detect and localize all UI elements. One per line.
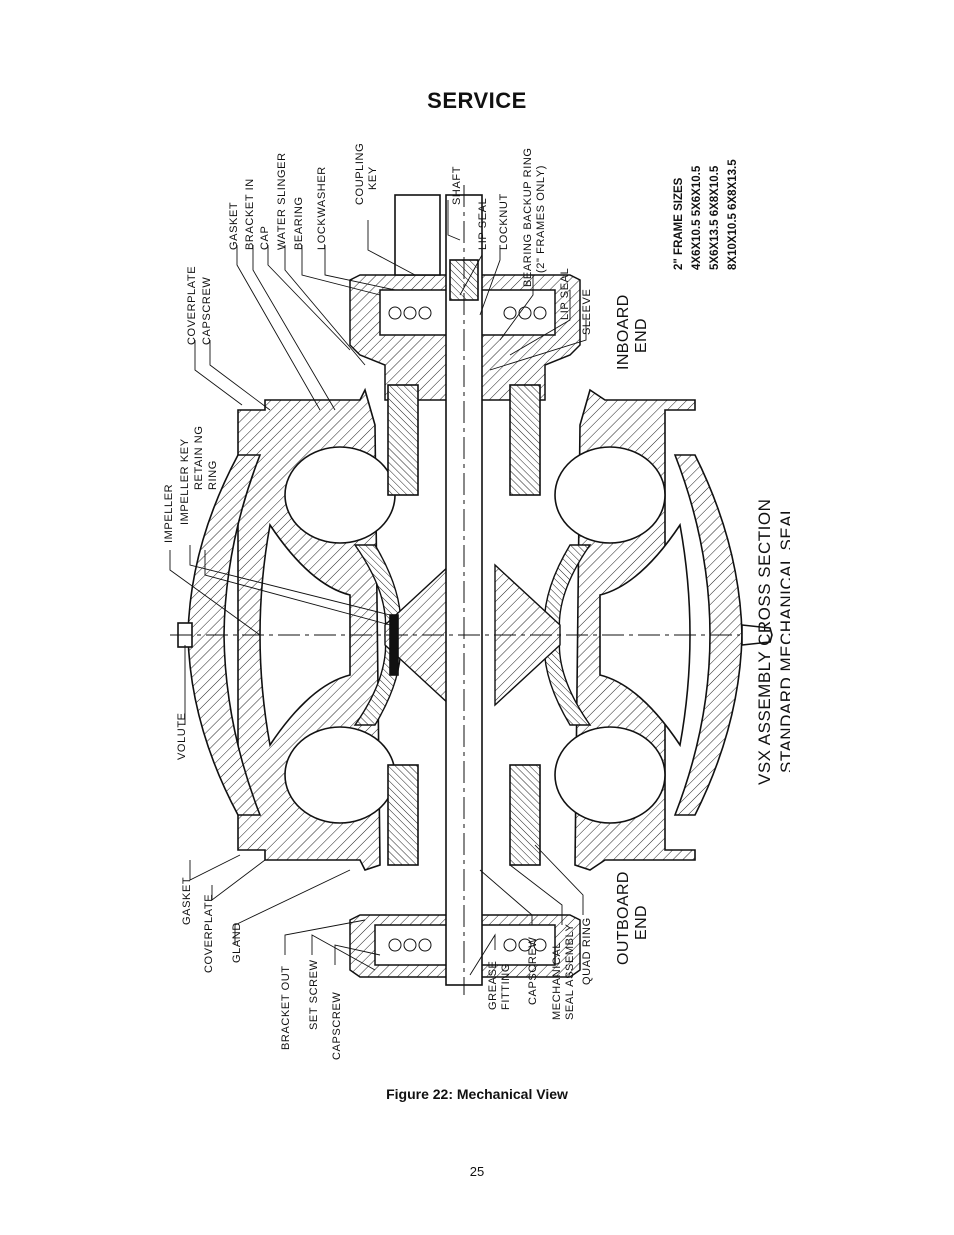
label-grease-fitting-1: GREASE xyxy=(487,961,499,1010)
frame-sizes-row-1: 4X6X10.5 5X6X10.5 xyxy=(691,165,703,270)
label-capscrew: CAPSCREW xyxy=(201,277,213,345)
page-title: SERVICE xyxy=(427,88,527,113)
label-capscrew-bottom-2: CAPSCREW xyxy=(527,937,539,1005)
centerlines xyxy=(170,185,740,995)
label-outboard-end-1: OUTBOARD xyxy=(615,871,632,965)
label-mechanical-seal-2: SEAL ASSEMBLY xyxy=(564,923,576,1020)
frame-sizes-row-2: 5X6X13.5 6X8X10.5 xyxy=(709,165,721,270)
label-set-screw: SET SCREW xyxy=(308,959,320,1030)
frame-sizes-row-3: 8X10X10.5 6X8X13.5 xyxy=(727,159,739,270)
label-retaining-ring-2: RING xyxy=(207,460,219,490)
label-locknut: LOCKNUT xyxy=(498,193,510,250)
label-inboard-end-2: END xyxy=(633,318,650,353)
label-impeller-key: IMPELLER KEY xyxy=(179,438,191,525)
frame-sizes-title: 2" FRAME SIZES xyxy=(673,177,685,270)
label-shaft: SHAFT xyxy=(451,166,463,205)
label-cap: CAP xyxy=(259,226,271,250)
label-lockwasher: LOCKWASHER xyxy=(316,166,328,250)
labels-mid: IMPELLER IMPELLER KEY RETAIN NG RING VOL… xyxy=(163,426,219,760)
diagram-title-line2: STANDARD MECHANICAL SEAL xyxy=(777,505,790,773)
label-bracket-in: BRACKET IN xyxy=(244,178,256,250)
label-capscrew-bottom: CAPSCREW xyxy=(331,992,343,1060)
label-quad-ring: QUAD RING xyxy=(581,917,593,985)
label-inboard-end-1: INBOARD xyxy=(615,294,632,370)
figure-caption: Figure 22: Mechanical View xyxy=(386,1086,568,1102)
label-lip-seal: LIP SEAL xyxy=(477,198,489,250)
label-retaining-ring-1: RETAIN NG xyxy=(193,426,205,490)
label-coupling-key-1: COUPLING xyxy=(354,143,366,205)
label-sleeve: SLEEVE xyxy=(581,289,593,335)
mechanical-view-figure: COVERPLATE CAPSCREW GASKET BRACKET IN CA… xyxy=(150,125,790,1075)
label-water-slinger: WATER SLINGER xyxy=(276,152,288,250)
diagram-title-line1: VSX ASSEMBLY CROSS SECTION xyxy=(755,499,774,785)
label-bracket-out: BRACKET OUT xyxy=(280,965,292,1050)
cross-section-diagram: COVERPLATE CAPSCREW GASKET BRACKET IN CA… xyxy=(163,143,790,1060)
labels-top: COVERPLATE CAPSCREW GASKET BRACKET IN CA… xyxy=(186,143,593,345)
label-bearing-backup-ring-2: (2" FRAMES ONLY) xyxy=(535,165,547,273)
label-gland: GLAND xyxy=(231,922,243,963)
frame-sizes-table: 2" FRAME SIZES 4X6X10.5 5X6X10.5 5X6X13.… xyxy=(673,159,739,270)
label-bearing: BEARING xyxy=(293,196,305,250)
label-mechanical-seal-1: MECHANICAL xyxy=(551,942,563,1020)
page-number: 25 xyxy=(469,1164,485,1179)
impeller xyxy=(353,544,592,726)
label-coverplate: COVERPLATE xyxy=(186,266,198,345)
label-impeller: IMPELLER xyxy=(163,484,175,543)
label-gasket-bottom: GASKET xyxy=(181,877,193,925)
label-gasket: GASKET xyxy=(228,202,240,250)
label-lip-seal-2: LIP SEAL xyxy=(559,268,571,320)
label-coupling-key-2: KEY xyxy=(367,166,379,190)
label-bearing-backup-ring-1: BEARING BACKUP RING xyxy=(522,147,534,287)
label-volute: VOLUTE xyxy=(176,712,188,760)
leader-lines xyxy=(169,200,587,976)
label-outboard-end-2: END xyxy=(633,905,650,940)
label-grease-fitting-2: FITTING xyxy=(500,963,512,1010)
labels-bottom: GASKET COVERPLATE GLAND BRACKET OUT SET … xyxy=(181,877,593,1060)
label-coverplate-bottom: COVERPLATE xyxy=(203,894,215,973)
